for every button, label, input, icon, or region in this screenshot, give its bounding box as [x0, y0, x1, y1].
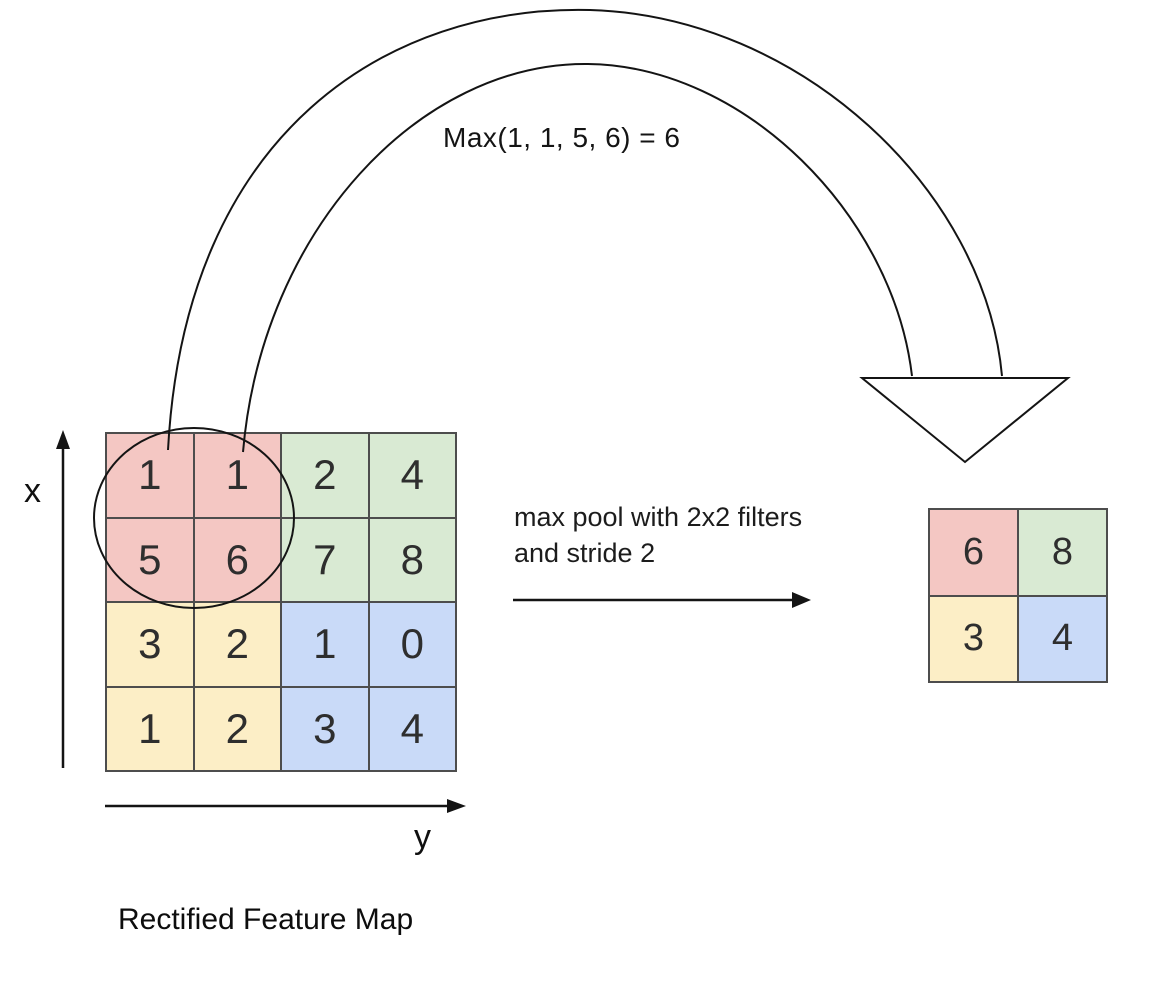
feature-map-cell: 4	[368, 686, 456, 771]
x-axis-label: x	[24, 472, 41, 510]
y-axis-label: y	[414, 818, 431, 856]
pooled-map-cell: 3	[929, 595, 1018, 682]
feature-map-cell: 2	[193, 602, 281, 687]
pooled-map-cell: 8	[1018, 509, 1107, 596]
max-formula-annotation: Max(1, 1, 5, 6) = 6	[443, 122, 681, 153]
feature-map-cell: 5	[106, 517, 194, 602]
feature-map-cell: 6	[193, 517, 281, 602]
feature-map-grid: 1 1 2 4 5 6 7 8 3 2 1 0 1 2 3 4	[105, 432, 457, 772]
x-axis-arrowhead-icon	[56, 430, 70, 449]
feature-map-cell: 1	[106, 686, 194, 771]
feature-map-cell: 3	[106, 602, 194, 687]
feature-map-cell: 1	[106, 433, 194, 518]
y-axis-arrowhead-icon	[447, 799, 466, 813]
feature-map-cell: 8	[368, 517, 456, 602]
operation-arrowhead-icon	[792, 592, 811, 608]
operation-label: max pool with 2x2 filters and stride 2	[514, 502, 803, 568]
feature-map-cell: 2	[281, 433, 369, 518]
pooling-arrowhead-icon	[859, 377, 1071, 464]
feature-map-cell: 1	[193, 433, 281, 518]
pooling-arc-outer-curve	[167, 8, 1003, 451]
pooled-map-cell: 6	[929, 509, 1018, 596]
feature-map-cell: 4	[368, 433, 456, 518]
feature-map-cell: 1	[281, 602, 369, 687]
pooled-map-grid: 6 8 3 4	[928, 508, 1108, 683]
pooled-map-cell: 4	[1018, 595, 1107, 682]
feature-map-cell: 0	[368, 602, 456, 687]
feature-map-cell: 7	[281, 517, 369, 602]
feature-map-cell: 2	[193, 686, 281, 771]
diagram-caption: Rectified Feature Map	[118, 903, 414, 936]
feature-map-cell: 3	[281, 686, 369, 771]
